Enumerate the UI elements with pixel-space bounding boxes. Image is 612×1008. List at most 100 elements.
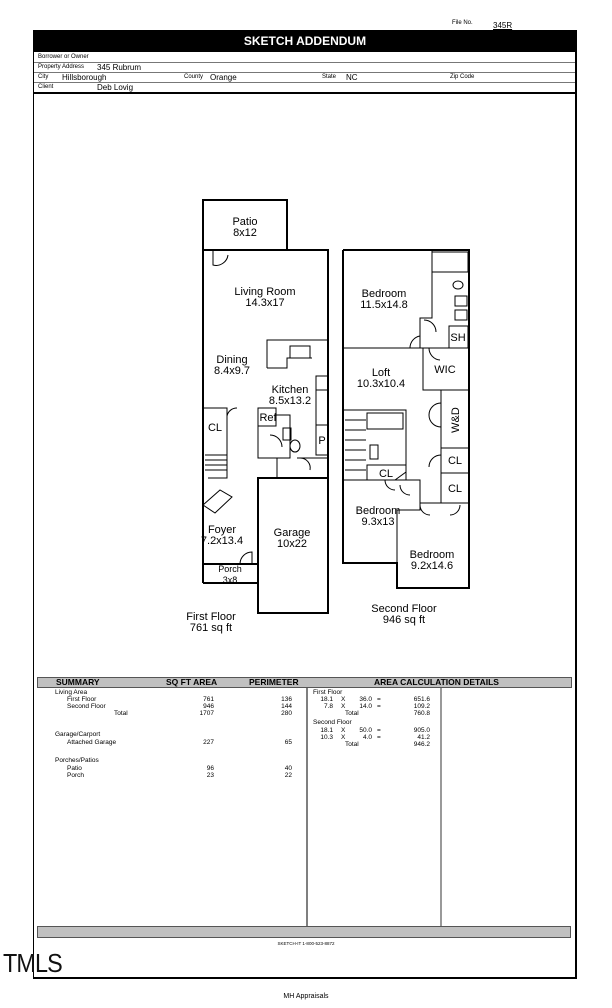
room-name: Foyer (208, 524, 236, 536)
room-name: CL (379, 468, 393, 480)
room-dim: 8x12 (233, 227, 257, 239)
floor-area: 761 sq ft (190, 622, 232, 634)
detail-value: 109.2 (413, 703, 430, 710)
room-name: Ref (259, 412, 277, 424)
city-row: City Hillsborough County Orange State NC… (34, 72, 575, 83)
detail-x: X (341, 703, 346, 710)
detail-a: 7.8 (323, 703, 333, 710)
room-dim: 10.3x10.4 (357, 378, 405, 390)
detail-x: X (341, 696, 346, 703)
page-title: SKETCH ADDENDUM (33, 30, 577, 52)
county-label: County (184, 74, 204, 80)
stairs-first (202, 454, 233, 514)
room-name: Bedroom (410, 549, 455, 561)
file-no-label: File No. (452, 20, 473, 26)
row-perimeter: 65 (284, 739, 292, 746)
row-label: Second Floor (67, 703, 106, 710)
row-perimeter: 280 (281, 710, 292, 717)
detail-total: 946.2 (413, 741, 430, 748)
perimeter-header: PERIMETER (249, 677, 299, 687)
row-perimeter: 144 (281, 703, 292, 710)
row-area: 96 (206, 765, 214, 772)
state-label: State (322, 74, 337, 80)
first-floor-interior (202, 250, 329, 565)
row-area: 23 (206, 772, 214, 779)
summary-header-bar: SUMMARY SQ FT AREA PERIMETER AREA CALCUL… (37, 677, 572, 688)
address-label: Property Address (38, 64, 85, 70)
detail-x: X (341, 727, 346, 734)
room-dim: 10x22 (277, 538, 307, 550)
address-value: 345 Rubrum (97, 63, 142, 72)
room-name: P (318, 435, 325, 447)
room-name: CL (448, 455, 462, 467)
detail-x: X (341, 734, 346, 741)
room-dim: 9.2x14.6 (411, 560, 453, 572)
room-dim: 9.3x13 (361, 516, 394, 528)
footer-bar (37, 926, 571, 938)
detail-eq: = (377, 727, 381, 734)
details-header: AREA CALCULATION DETAILS (374, 677, 499, 687)
software-credit: SKETCH-IT 1-800-523-8872 (277, 941, 335, 946)
row-perimeter: 40 (284, 765, 292, 772)
tmls-watermark: TMLS (3, 948, 63, 978)
stairs-second (345, 419, 366, 471)
detail-value: 905.0 (413, 727, 430, 734)
group-name: Porches/Patios (55, 757, 99, 764)
detail-a: 18.1 (320, 696, 333, 703)
second-floor-interior (343, 250, 470, 563)
detail-floor-name: First Floor (313, 689, 343, 696)
detail-total: 760.8 (413, 710, 430, 717)
client-value: Deb Lovig (97, 83, 134, 92)
row-area: 946 (203, 703, 214, 710)
floor-title: First Floor (186, 611, 236, 623)
room-name: Porch (218, 564, 242, 574)
borrower-row: Borrower or Owner (34, 52, 575, 63)
row-label: Porch (67, 772, 84, 779)
city-label: City (38, 74, 49, 80)
detail-value: 651.6 (413, 696, 430, 703)
room-name: Living Room (234, 286, 295, 298)
detail-a: 18.1 (320, 727, 333, 734)
detail-a: 10.3 (320, 734, 333, 741)
room-name: SH (450, 332, 465, 344)
detail-b: 50.0 (359, 727, 372, 734)
company-name: MH Appraisals (283, 993, 329, 1000)
detail-b: 14.0 (359, 703, 372, 710)
room-name: CL (208, 422, 222, 434)
row-area: 227 (203, 739, 214, 746)
area-header: SQ FT AREA (166, 677, 218, 687)
door-swing (212, 250, 229, 266)
floor-area: 946 sq ft (383, 614, 425, 626)
detail-eq: = (377, 734, 381, 741)
detail-total-label: Total (345, 741, 359, 748)
detail-b: 36.0 (359, 696, 372, 703)
room-dim: 8.5x13.2 (269, 395, 311, 407)
group-name: Living Area (55, 689, 88, 696)
room-name: Bedroom (362, 288, 407, 300)
floor-title: Second Floor (371, 603, 437, 615)
county-value: Orange (210, 73, 237, 82)
room-name: CL (448, 483, 462, 495)
row-label: Total (114, 710, 128, 717)
row-label: Patio (67, 765, 82, 772)
room-name: Kitchen (272, 384, 309, 396)
detail-eq: = (377, 703, 381, 710)
room-name: Bedroom (356, 505, 401, 517)
client-row: Client Deb Lovig (34, 82, 575, 94)
state-value: NC (346, 73, 358, 82)
summary-header: SUMMARY (56, 677, 100, 687)
row-perimeter: 22 (284, 772, 292, 779)
room-name: Dining (216, 354, 247, 366)
room-dim: 7.2x13.4 (201, 535, 243, 547)
zip-label: Zip Code (450, 74, 475, 80)
room-name: WIC (434, 364, 455, 376)
room-name: Garage (274, 527, 311, 539)
room-dim: 11.5x14.8 (360, 299, 408, 311)
detail-value: 41.2 (417, 734, 430, 741)
room-dim: 8.4x9.7 (214, 365, 250, 377)
detail-b: 4.0 (362, 734, 372, 741)
room-name: Loft (372, 367, 390, 379)
row-perimeter: 136 (281, 696, 292, 703)
room-dim: 14.3x17 (245, 297, 284, 309)
